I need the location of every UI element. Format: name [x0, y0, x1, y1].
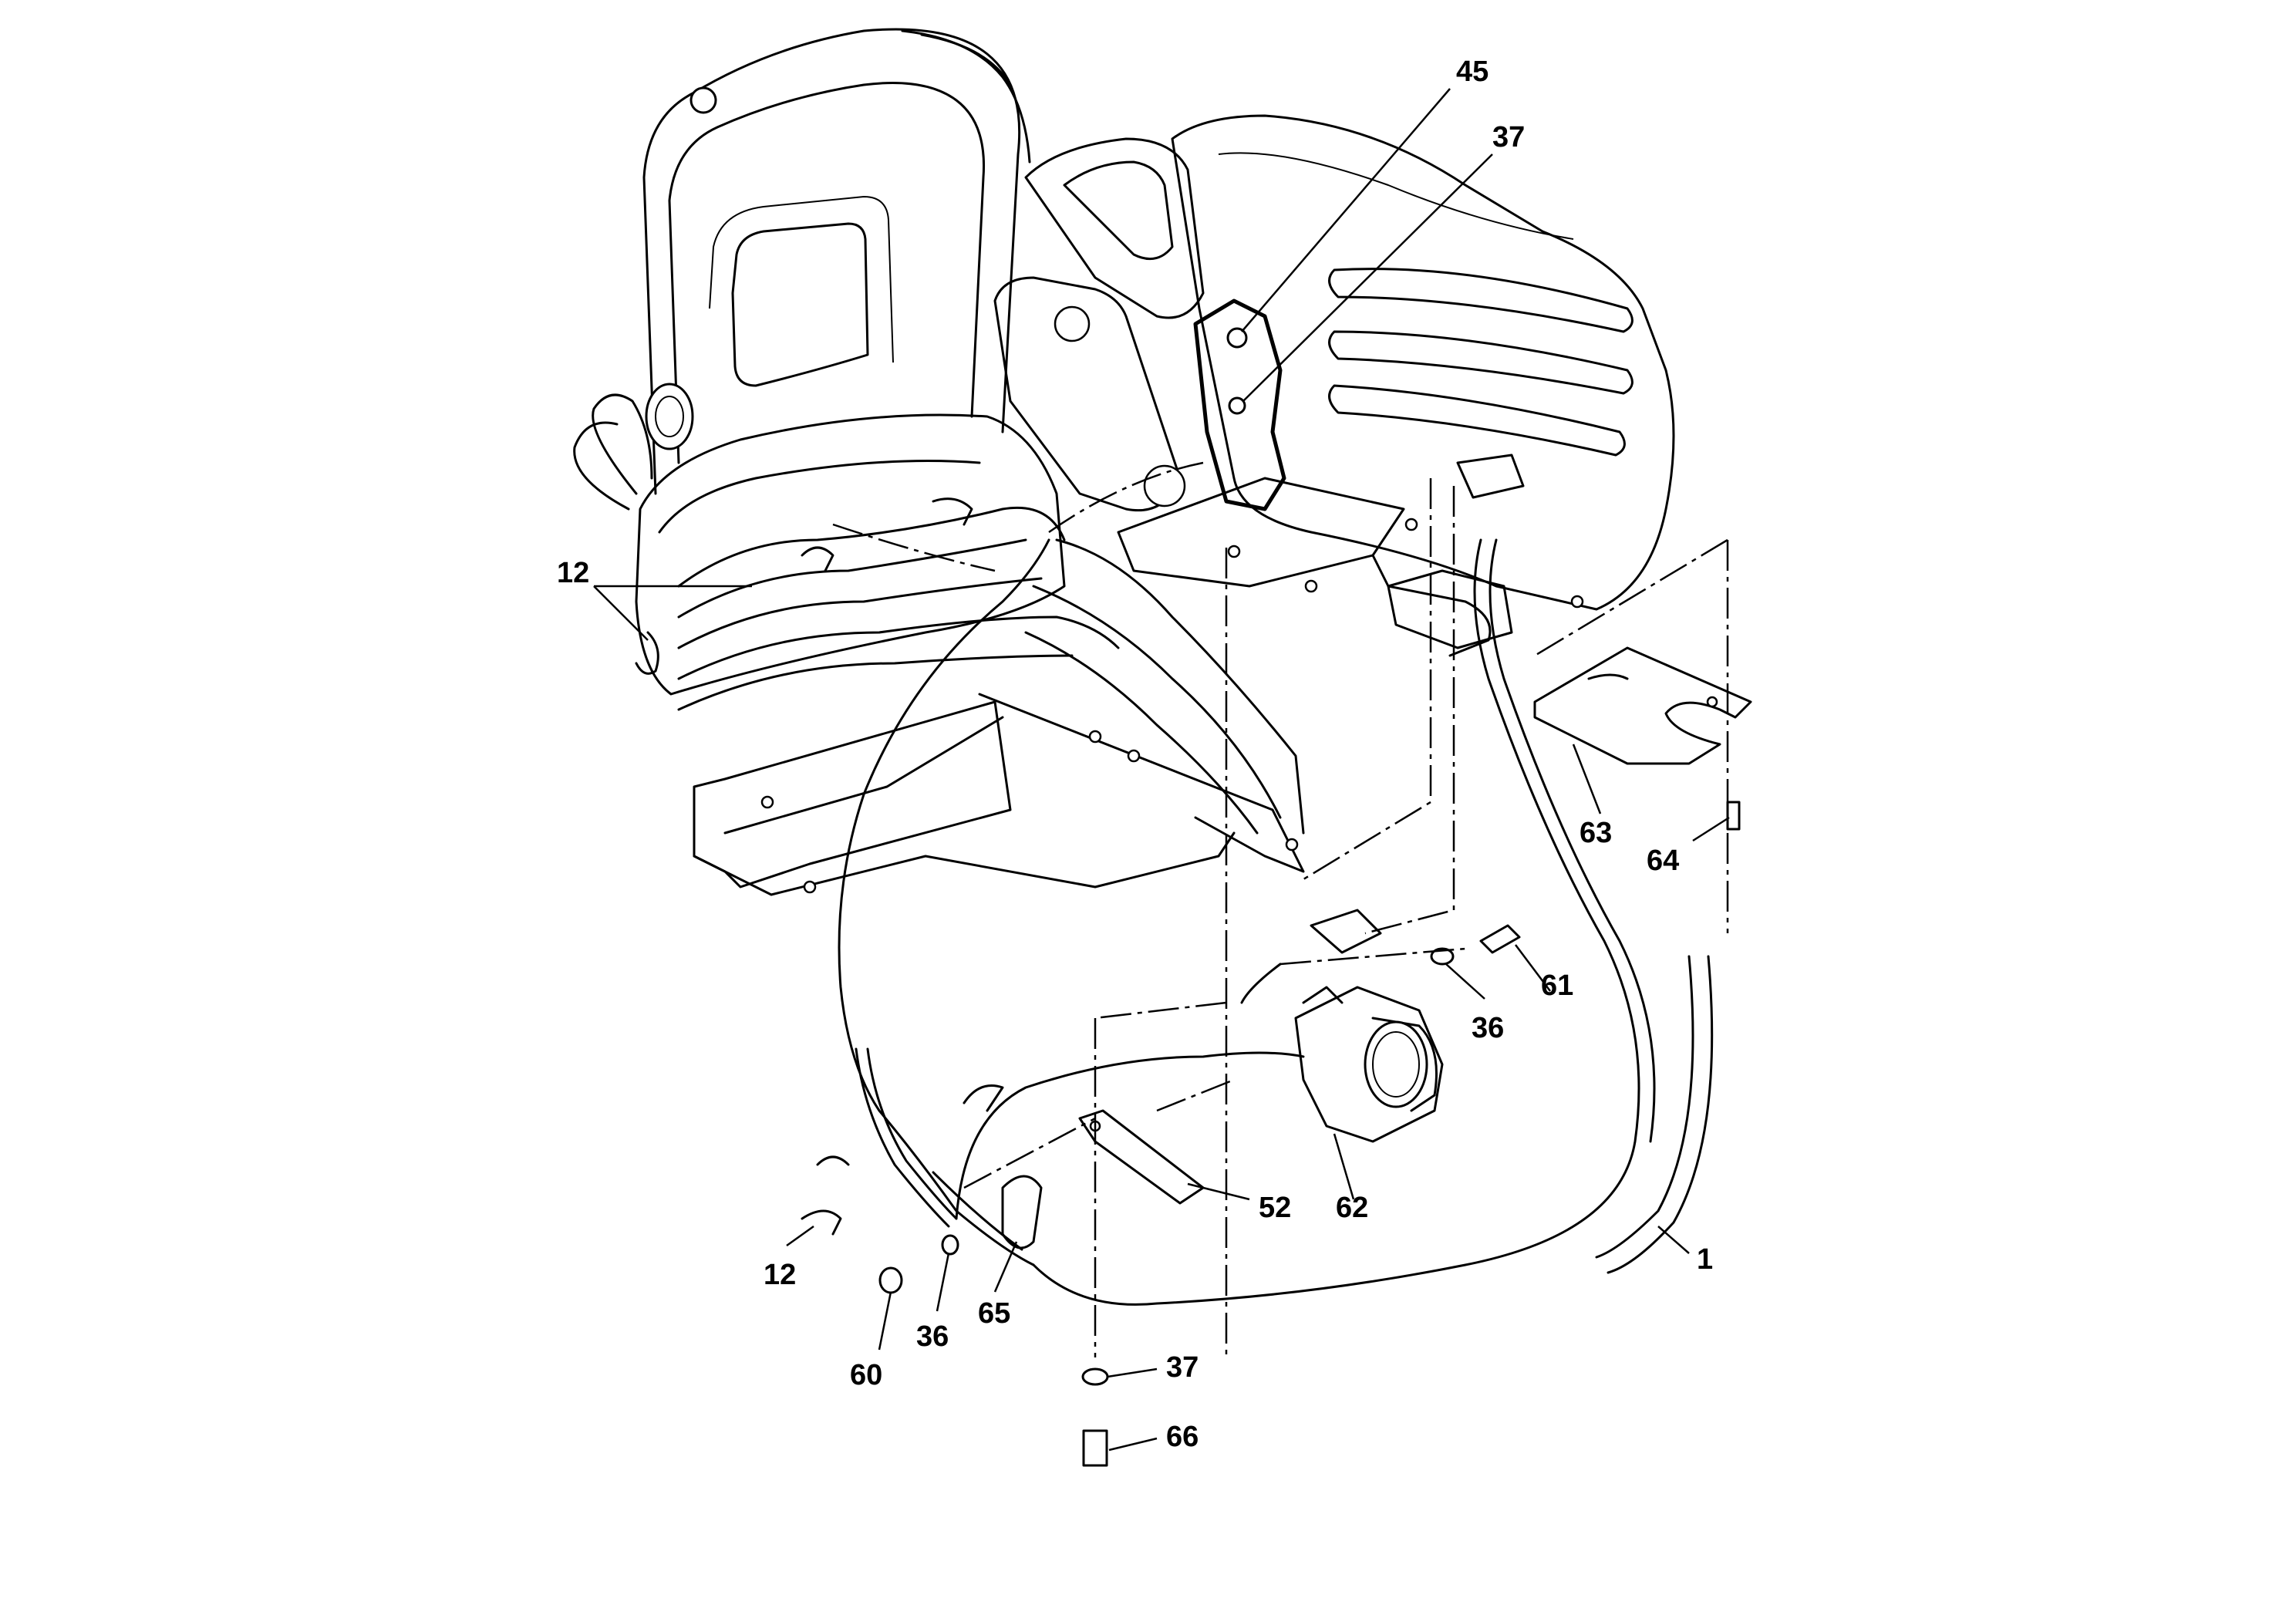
- callout-12-left: 12: [557, 557, 589, 589]
- leader-lines: [593, 88, 1730, 1452]
- callout-62: 62: [1336, 1192, 1368, 1224]
- part-37-washer-top: [1228, 396, 1246, 415]
- part-64-screw: [1726, 801, 1741, 831]
- part-12-cable-tie: [801, 1209, 842, 1236]
- callout-60: 60: [850, 1359, 882, 1391]
- part-12-tie-left: [635, 631, 659, 675]
- callout-1: 1: [1697, 1243, 1713, 1276]
- part-36-washer-right: [1430, 947, 1455, 966]
- callout-37-bottom: 37: [1166, 1351, 1199, 1384]
- seat-assembly: [573, 28, 1675, 896]
- part-66-bolt: [1082, 1429, 1108, 1467]
- callout-61: 61: [1541, 969, 1573, 1002]
- callout-labels: 45 37 12 63 64 61 36 62 52 1 12 65 36 60…: [557, 56, 1713, 1453]
- part-1-cable: [1595, 955, 1714, 1274]
- callout-52: 52: [1259, 1192, 1291, 1224]
- callout-63: 63: [1580, 817, 1612, 849]
- part-37-washer-bottom: [1081, 1367, 1109, 1386]
- callout-66: 66: [1166, 1421, 1199, 1453]
- callout-45: 45: [1456, 56, 1489, 88]
- hardware: [635, 327, 1741, 1467]
- callout-65: 65: [978, 1297, 1010, 1330]
- callout-12-bottom: 12: [764, 1259, 796, 1291]
- part-62-backup-alarm: [1294, 986, 1444, 1143]
- part-63-cover-plate: [1533, 646, 1752, 765]
- wiring-harness: [801, 454, 1656, 1306]
- assembly-lines: [832, 461, 1729, 1357]
- part-60-nut: [878, 1266, 903, 1294]
- part-52-bracket: [1078, 1109, 1205, 1205]
- callout-37-top: 37: [1492, 121, 1525, 153]
- part-45-nut: [1226, 327, 1248, 349]
- callout-36-right: 36: [1472, 1012, 1504, 1044]
- callout-36-left: 36: [916, 1320, 949, 1353]
- callout-64: 64: [1647, 845, 1679, 877]
- part-61-bolt: [1479, 924, 1521, 954]
- part-65-clip: [1001, 1175, 1043, 1249]
- part-36-washer-left: [941, 1234, 959, 1256]
